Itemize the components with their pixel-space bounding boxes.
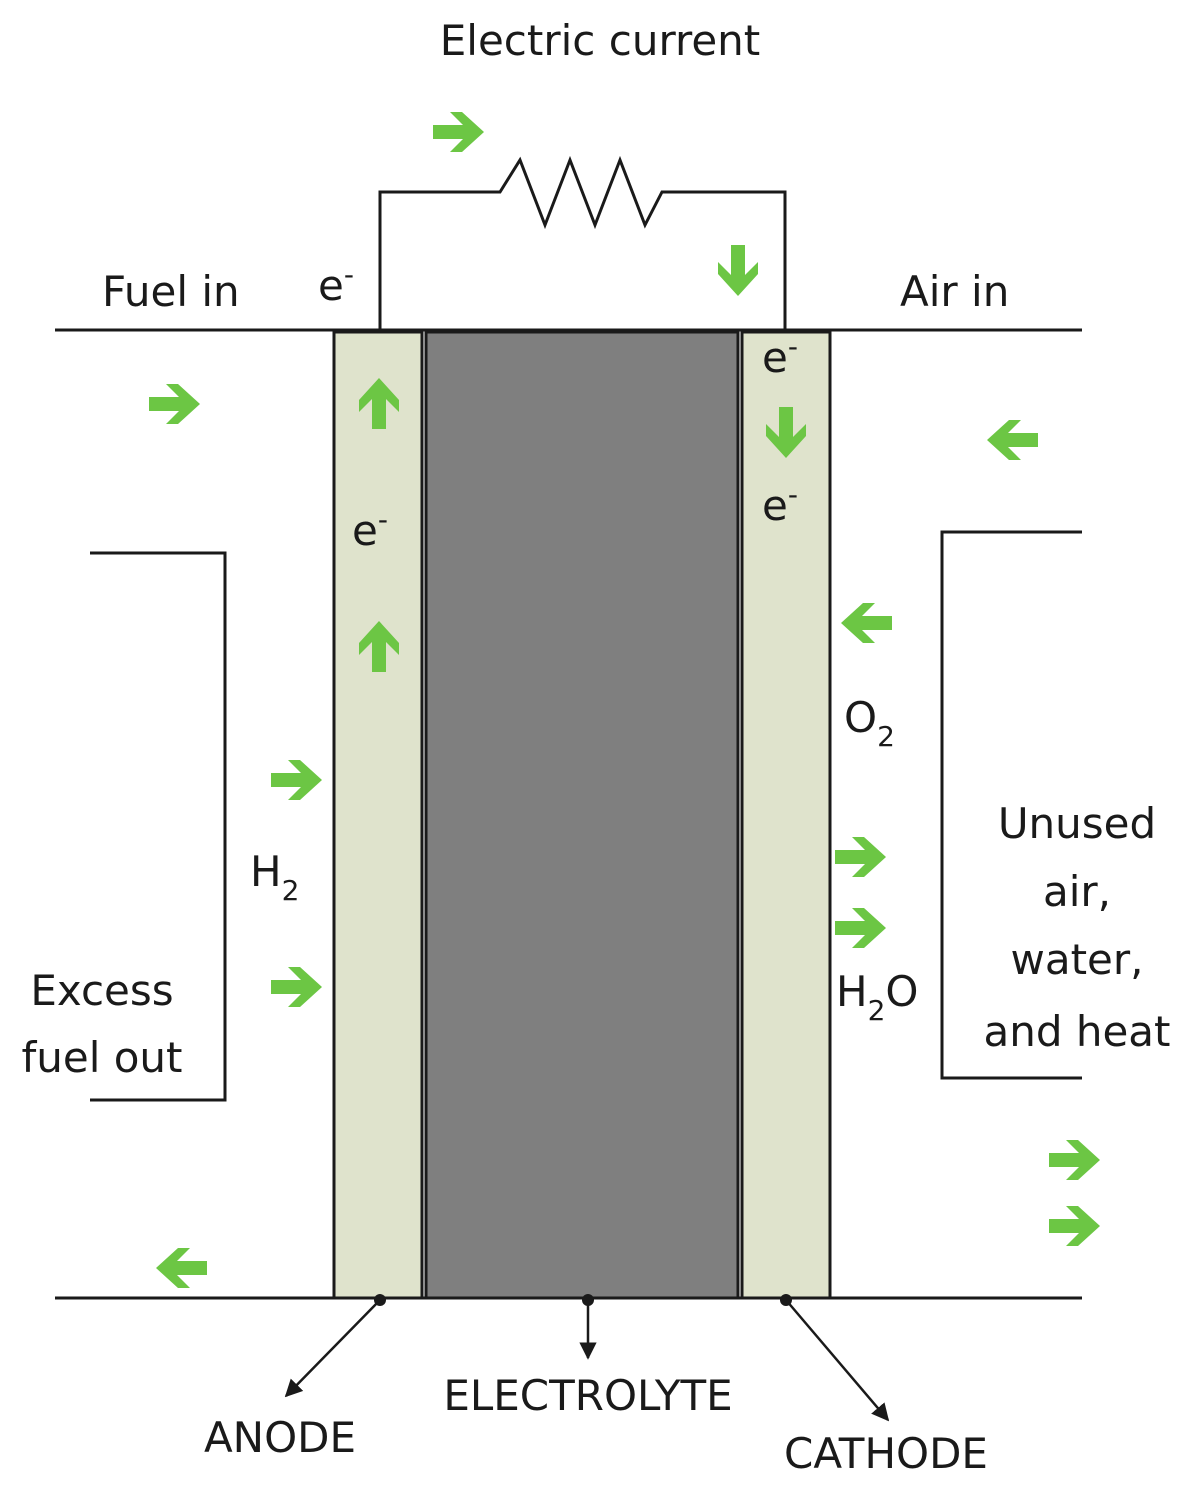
unused-label-line1: Unused [998, 799, 1156, 848]
h2o-label: H2O [836, 967, 918, 1027]
excess-fuel-label-line1: Excess [30, 966, 173, 1015]
anode-label: ANODE [204, 1413, 356, 1462]
o2-label: O2 [844, 693, 895, 753]
cathode-label: CATHODE [784, 1429, 988, 1478]
h2-label: H2 [250, 847, 299, 907]
h2o-arrow-1 [835, 837, 886, 877]
excess-fuel-label-line2: fuel out [21, 1033, 182, 1082]
electron-label-circuit: e- [318, 258, 354, 310]
electron-label-cathode-top: e- [762, 330, 798, 382]
unused-air-bracket [940, 530, 1082, 1080]
anode-pointer [284, 1299, 381, 1398]
external-circuit [378, 155, 787, 330]
unused-out-arrow-2 [1049, 1206, 1100, 1246]
excess-fuel-out-arrow [156, 1248, 207, 1288]
electron-label-anode: e- [352, 503, 388, 555]
unused-label-line4: and heat [983, 1007, 1170, 1056]
anode-layer [332, 330, 424, 1300]
excess-fuel-bracket [90, 551, 227, 1102]
air-in-arrow [987, 420, 1038, 460]
air-in-label: Air in [900, 267, 1009, 316]
h2o-arrow-2 [835, 908, 886, 948]
current-arrow-right [433, 112, 484, 152]
cathode-layer [740, 330, 832, 1300]
current-arrow-down [718, 245, 758, 296]
unused-label-line2: air, [1043, 867, 1111, 916]
unused-label-line3: water, [1010, 935, 1143, 984]
h2-arrow-2 [271, 967, 322, 1007]
o2-arrow [841, 603, 892, 643]
electrolyte-layer [424, 330, 740, 1300]
h2-arrow-1 [271, 760, 322, 800]
unused-out-arrow-1 [1049, 1140, 1100, 1180]
electron-label-cathode-bottom: e- [762, 478, 798, 530]
fuel-in-arrow [149, 384, 200, 424]
cathode-pointer [785, 1299, 890, 1422]
electrolyte-label: ELECTROLYTE [443, 1371, 732, 1420]
fuel-in-label: Fuel in [102, 267, 240, 316]
electric-current-label: Electric current [440, 16, 761, 65]
